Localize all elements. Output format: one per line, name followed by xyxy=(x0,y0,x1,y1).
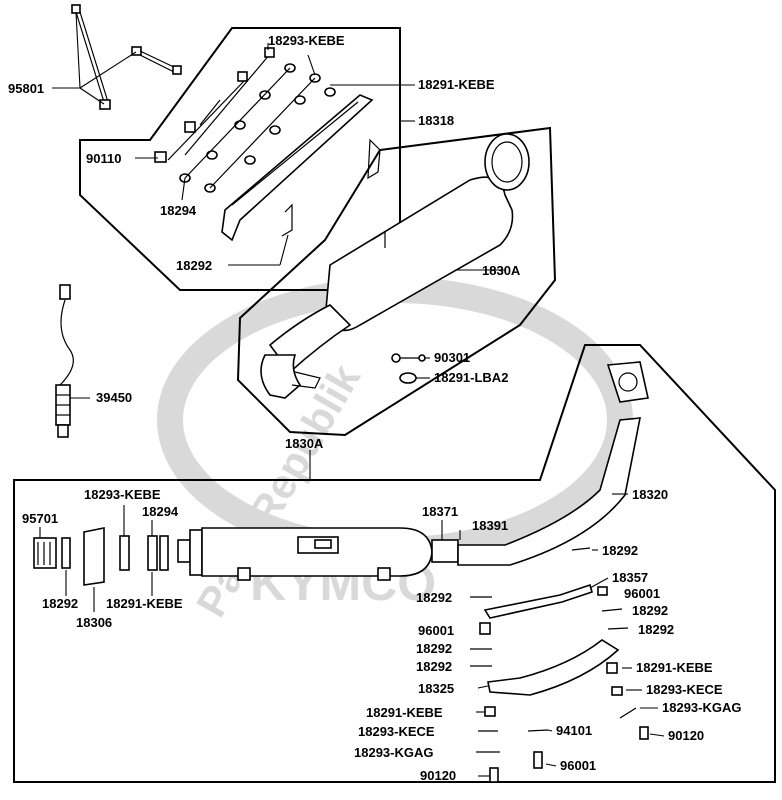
clamp-bolt-and-gasket xyxy=(391,353,426,384)
muffler-1830a xyxy=(260,133,530,399)
label-18292-top: 18292 xyxy=(176,258,212,273)
exhaust-assembly-frame xyxy=(13,344,776,783)
label-95801: 95801 xyxy=(8,81,44,96)
washers-and-nuts xyxy=(179,63,336,193)
leader-lines xyxy=(39,11,628,612)
label-18291-kebe-left: 18291-KEBE xyxy=(106,596,183,611)
label-90120-r: 90120 xyxy=(668,728,704,743)
label-18292-r1: 18292 xyxy=(602,543,638,558)
label-18291-lba2: 18291-LBA2 xyxy=(434,370,508,385)
label-96001-r1: 96001 xyxy=(624,586,660,601)
label-18391: 18391 xyxy=(472,518,508,533)
small-fasteners xyxy=(470,547,649,783)
label-90301: 90301 xyxy=(434,350,470,365)
label-18306: 18306 xyxy=(76,615,112,630)
muffler-body-lower xyxy=(177,527,459,581)
part-labels: 95801 18293-KEBE 18291-KEBE 18318 90110 … xyxy=(8,33,741,783)
label-18292-l2: 18292 xyxy=(416,641,452,656)
label-18293-kgag-r: 18293-KGAG xyxy=(662,700,741,715)
fastener-group-frame xyxy=(79,27,401,291)
label-94101: 94101 xyxy=(556,723,592,738)
label-18325: 18325 xyxy=(418,681,454,696)
label-1830a-upper: 1830A xyxy=(482,263,521,278)
label-96001-b: 96001 xyxy=(560,758,596,773)
label-39450: 39450 xyxy=(96,390,132,405)
label-18293-kebe-top: 18293-KEBE xyxy=(268,33,345,48)
label-18293-kece-r: 18293-KECE xyxy=(646,682,723,697)
label-18291-kebe-r: 18291-KEBE xyxy=(636,660,713,675)
stud-bolts xyxy=(154,47,275,163)
o2-sensor-39450 xyxy=(55,284,74,438)
bolts-95801 xyxy=(71,4,182,110)
label-96001-l1: 96001 xyxy=(418,623,454,638)
leader-lines-right xyxy=(476,667,665,777)
label-18294-mid: 18294 xyxy=(142,504,179,519)
muffler-group-frame xyxy=(236,126,557,437)
label-18293-kgag-b: 18293-KGAG xyxy=(354,745,433,760)
label-18294-top: 18294 xyxy=(160,203,197,218)
label-90110: 90110 xyxy=(86,151,121,166)
endcap-parts xyxy=(33,527,169,586)
label-18320: 18320 xyxy=(632,487,668,502)
heat-shield-18318 xyxy=(221,94,381,242)
label-18292-r2: 18292 xyxy=(416,590,452,605)
label-1830a-lower: 1830A xyxy=(285,436,324,451)
bracket-18357 xyxy=(483,583,593,619)
label-18318: 18318 xyxy=(418,113,454,128)
label-18357: 18357 xyxy=(612,570,648,585)
label-18291-kebe-b: 18291-KEBE xyxy=(366,705,443,720)
label-18292-left: 18292 xyxy=(42,596,78,611)
label-18292-r3: 18292 xyxy=(632,603,668,618)
label-18371: 18371 xyxy=(422,504,458,519)
label-18292-l3: 18292 xyxy=(416,659,452,674)
exhaust-pipe-18320 xyxy=(457,361,649,566)
label-18291-kebe-top: 18291-KEBE xyxy=(418,77,495,92)
label-18292-r4: 18292 xyxy=(638,622,674,637)
label-18293-kebe-mid: 18293-KEBE xyxy=(84,487,161,502)
pipe-protector-18325 xyxy=(487,639,620,696)
label-95701: 95701 xyxy=(22,511,58,526)
label-18293-kece-b: 18293-KECE xyxy=(358,724,435,739)
label-90120-b: 90120 xyxy=(420,768,456,783)
